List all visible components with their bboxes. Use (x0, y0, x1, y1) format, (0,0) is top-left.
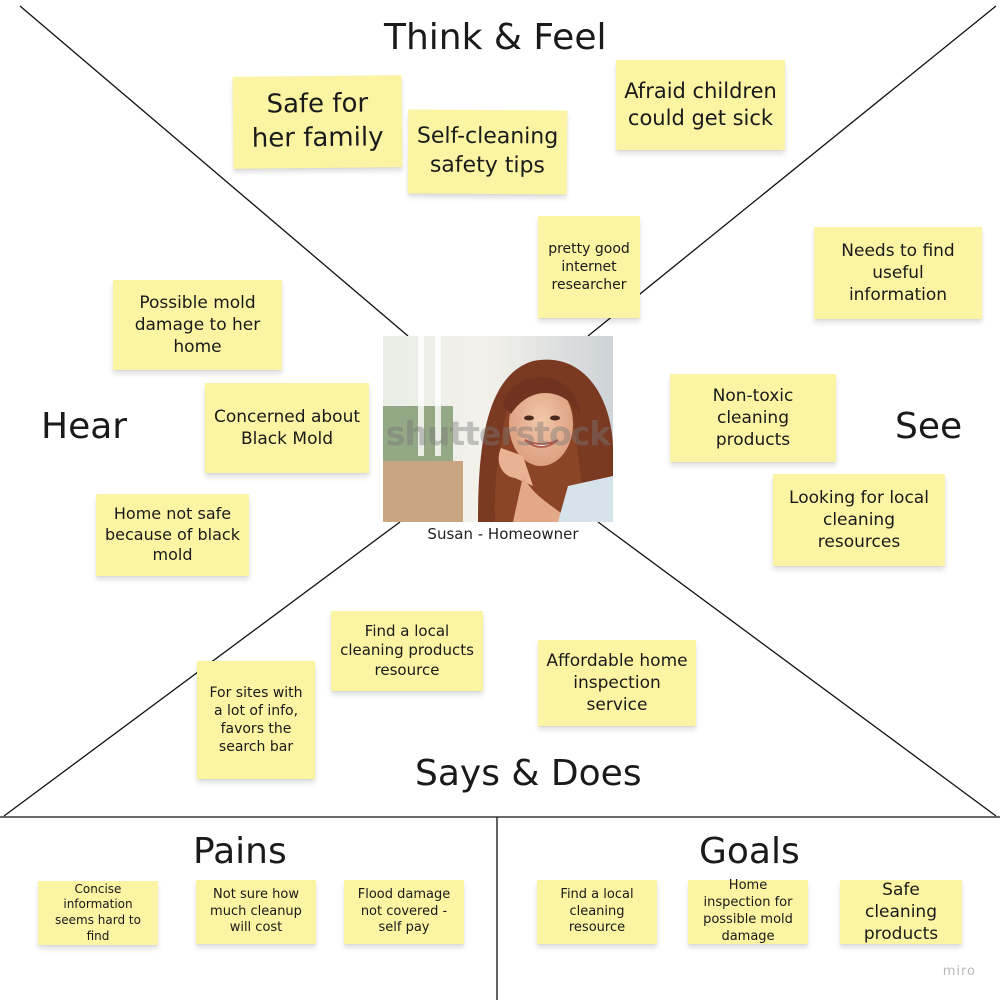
sticky-note-text: Find a local cleaning products resource (340, 621, 474, 679)
sticky-note-text: pretty good internet researcher (548, 240, 630, 294)
sticky-note-text: Afraid children could get sick (624, 78, 777, 130)
sticky-note[interactable]: Safe for her family (232, 75, 403, 169)
stock-watermark: shutterstock (385, 414, 611, 453)
sticky-note-text: Non-toxic cleaning products (712, 385, 794, 451)
miro-logo: miro (942, 964, 976, 979)
sticky-note[interactable]: Concerned about Black Mold (205, 383, 369, 473)
sticky-note-text: Concerned about Black Mold (213, 406, 361, 449)
sticky-note[interactable]: Find a local cleaning resource (537, 880, 657, 944)
sticky-note[interactable]: Home not safe because of black mold (96, 494, 249, 576)
sticky-note[interactable]: Concise information seems hard to find (38, 881, 158, 945)
section-title-pains: Pains (193, 831, 287, 872)
sticky-note[interactable]: Affordable home inspection service (538, 640, 696, 726)
sticky-note[interactable]: For sites with a lot of info, favors the… (197, 661, 315, 779)
sticky-note[interactable]: Home inspection for possible mold damage (688, 878, 808, 944)
sticky-note[interactable]: Safe cleaning products (840, 880, 962, 944)
sticky-note-text: Concise information seems hard to find (55, 881, 141, 943)
section-title-think-feel: Think & Feel (384, 17, 607, 58)
sticky-note-text: Looking for local cleaning resources (789, 487, 929, 553)
sticky-note-text: Possible mold damage to her home (134, 292, 261, 358)
section-title-goals: Goals (699, 831, 800, 872)
sticky-note[interactable]: Needs to find useful information (814, 227, 982, 319)
sticky-note-text: Needs to find useful information (841, 240, 955, 306)
sticky-note[interactable]: Find a local cleaning products resource (331, 611, 483, 691)
section-title-says-does: Says & Does (415, 753, 642, 794)
sticky-note[interactable]: Flood damage not covered - self pay (344, 880, 464, 944)
sticky-note[interactable]: Not sure how much cleanup will cost (196, 880, 316, 944)
divider-top-right (587, 5, 997, 337)
sticky-note[interactable]: Non-toxic cleaning products (670, 374, 836, 462)
sticky-note-text: Home inspection for possible mold damage (703, 878, 793, 944)
section-title-hear: Hear (41, 406, 128, 447)
sticky-note[interactable]: Looking for local cleaning resources (773, 474, 945, 566)
sticky-note[interactable]: Self-cleaning safety tips (407, 109, 568, 195)
sticky-note-text: Safe cleaning products (863, 879, 939, 945)
sticky-note-text: Home not safe because of black mold (105, 503, 240, 565)
persona-photo[interactable]: shutterstock (383, 336, 613, 522)
persona-caption: Susan - Homeowner (427, 525, 579, 543)
sticky-note[interactable]: Possible mold damage to her home (113, 280, 282, 370)
sticky-note-text: Safe for her family (251, 88, 384, 154)
sticky-note-text: Not sure how much cleanup will cost (210, 886, 302, 936)
sticky-note-text: Self-cleaning safety tips (416, 123, 559, 179)
sticky-note-text: Flood damage not covered - self pay (357, 886, 451, 936)
sticky-note-text: Affordable home inspection service (546, 650, 688, 716)
sticky-note[interactable]: Afraid children could get sick (616, 60, 785, 150)
section-title-see: See (895, 406, 963, 447)
divider-bottom-right (597, 521, 997, 817)
sticky-note[interactable]: pretty good internet researcher (538, 216, 640, 318)
divider-top-left (19, 5, 409, 337)
persona-illustration (383, 336, 613, 522)
sticky-note-text: Find a local cleaning resource (560, 886, 634, 936)
sticky-note-text: For sites with a lot of info, favors the… (209, 684, 303, 756)
